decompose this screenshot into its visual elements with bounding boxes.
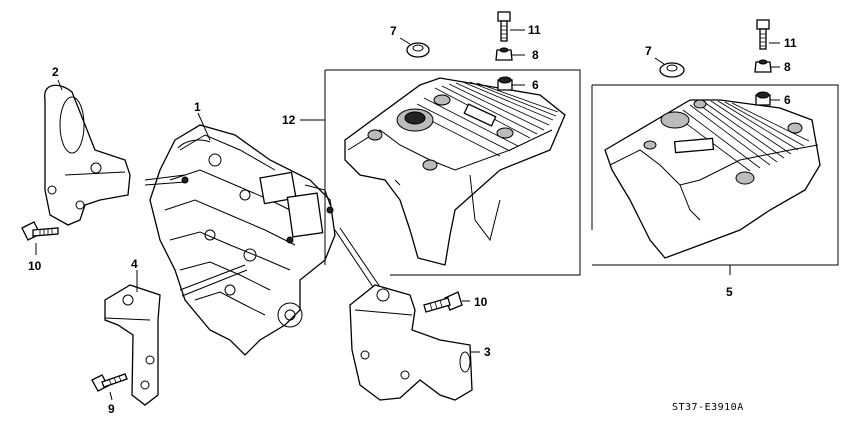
- callout-3: 3: [484, 345, 491, 359]
- washer-part-7-left: [406, 42, 430, 58]
- engine-assembly: [149, 124, 336, 356]
- callout-2: 2: [52, 65, 59, 79]
- bolt-part-9: [91, 373, 128, 392]
- nut-part-8-left: [495, 47, 513, 61]
- bracket-part-2: [44, 84, 131, 226]
- engine-cover-part-12: [324, 69, 581, 276]
- diagram-reference-code: ST37-E3910A: [672, 402, 744, 413]
- callout-6-right: 6: [784, 93, 791, 107]
- washer-part-7-right: [659, 62, 685, 78]
- nut-part-8-right: [754, 59, 772, 73]
- grommet-part-6-right: [755, 91, 771, 106]
- callout-9: 9: [108, 402, 115, 416]
- bolt-part-10-right: [423, 291, 463, 313]
- callout-8-left: 8: [532, 48, 539, 62]
- bolt-part-11-left: [497, 11, 511, 42]
- callout-11-left: 11: [528, 23, 541, 37]
- grommet-part-6-left: [497, 76, 513, 91]
- callout-12: 12: [282, 113, 296, 127]
- bracket-part-4: [104, 284, 161, 406]
- callout-4: 4: [131, 257, 138, 271]
- callout-11-right: 11: [784, 36, 797, 50]
- engine-cover-part-5: [591, 84, 839, 275]
- bolt-part-10-left: [21, 221, 59, 241]
- bolt-part-11-right: [756, 19, 770, 50]
- callout-5: 5: [726, 285, 733, 299]
- callout-7-right: 7: [645, 44, 652, 58]
- bracket-part-3: [349, 284, 473, 401]
- callout-8-right: 8: [784, 60, 791, 74]
- callout-10-right: 10: [474, 295, 488, 309]
- callout-6-left: 6: [532, 78, 539, 92]
- callout-7-left: 7: [390, 24, 397, 38]
- callout-1: 1: [194, 100, 201, 114]
- callout-10-left: 10: [28, 259, 42, 273]
